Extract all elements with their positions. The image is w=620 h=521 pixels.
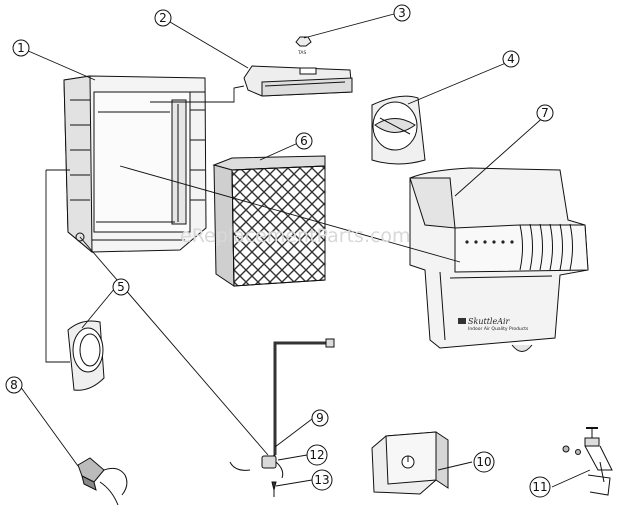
svg-text:13: 13 [314, 473, 329, 487]
part-12-orifice [229, 455, 284, 479]
part-10-humidistat [371, 431, 449, 495]
svg-text:2: 2 [159, 11, 167, 25]
svg-text:9: 9 [316, 411, 324, 425]
watermark: eReplacementParts.com [180, 225, 411, 247]
part-2-distribution-tray [243, 65, 353, 97]
callout-3: 3 [393, 4, 411, 22]
cabinet-tagline: Indoor Air Quality Products [468, 326, 529, 332]
callout-2: 2 [154, 9, 172, 27]
callout-11: 11 [529, 476, 551, 498]
cabinet-logo-text: SkuttleAir [468, 317, 511, 326]
part-6-evaporator-pad [212, 155, 326, 287]
part-9-feed-tube [267, 338, 335, 463]
callout-10: 10 [473, 451, 495, 473]
cabinet-logo: SkuttleAir Indoor Air Quality Products [458, 317, 529, 332]
callout-1: 1 [12, 39, 30, 57]
part-4-damper [371, 95, 426, 165]
part-13-screw [271, 481, 277, 497]
part-3-label: TAS [297, 50, 306, 56]
callout-4: 4 [502, 50, 520, 68]
callout-8: 8 [5, 376, 23, 394]
part-1-frame [63, 75, 207, 254]
svg-text:6: 6 [300, 134, 308, 148]
part-11-saddle-valve [562, 427, 613, 496]
cabinet-vent-louvers [519, 223, 573, 271]
svg-text:5: 5 [117, 280, 125, 294]
svg-text:10: 10 [476, 455, 491, 469]
svg-text:12: 12 [309, 448, 324, 462]
svg-text:3: 3 [398, 6, 406, 20]
leader-lines [19, 13, 591, 488]
callout-7: 7 [536, 104, 554, 122]
svg-text:7: 7 [541, 106, 549, 120]
svg-text:11: 11 [532, 480, 547, 494]
callout-6: 6 [295, 132, 313, 150]
svg-text:8: 8 [10, 378, 18, 392]
part-8-solenoid [77, 457, 128, 506]
callout-12: 12 [306, 444, 328, 466]
svg-text:1: 1 [17, 41, 25, 55]
svg-text:4: 4 [507, 52, 515, 66]
part-3-clip: TAS [295, 36, 312, 56]
callout-5: 5 [112, 278, 130, 296]
part-5-collar [67, 320, 105, 391]
callout-13: 13 [311, 469, 333, 491]
callouts: 1 2 3 4 5 6 7 8 9 10 11 12 13 [5, 4, 554, 498]
indicator-lights [465, 240, 514, 244]
callout-9: 9 [311, 409, 329, 427]
part-7-cabinet: SkuttleAir Indoor Air Quality Products [409, 167, 589, 352]
